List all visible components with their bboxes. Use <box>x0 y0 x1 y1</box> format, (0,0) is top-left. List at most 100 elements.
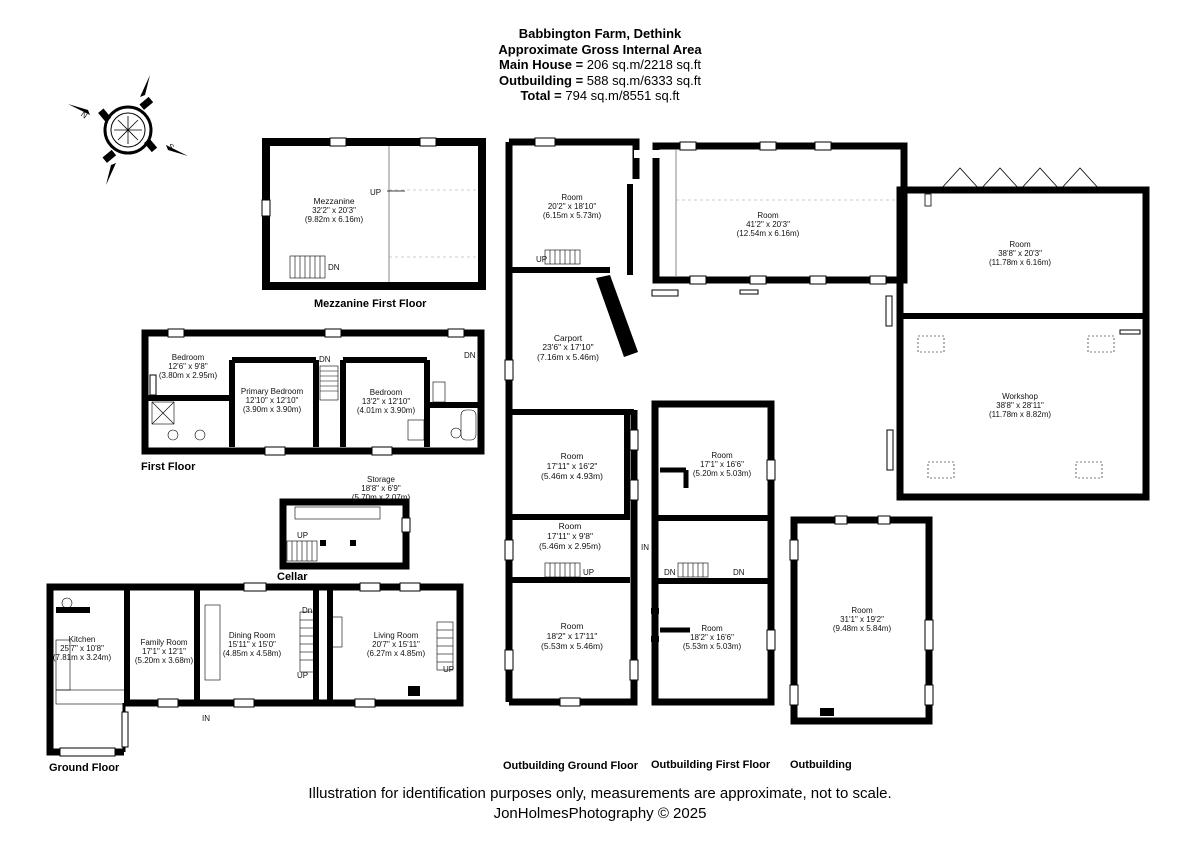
room-living-name: Living Room <box>374 631 419 640</box>
room-ob-f-dim: 18'2" x 17'11" <box>547 631 598 641</box>
room-bedroom1-dim: 12'6" x 9'8" <box>168 362 208 371</box>
ground-up-marker-2: UP <box>443 665 454 674</box>
mezzanine-floor <box>261 137 486 290</box>
first-floor-dn-marker-2: DN <box>464 351 476 360</box>
room-ob-b-metric: (12.54m x 6.16m) <box>737 229 800 238</box>
room-workshop-name: Workshop <box>1002 392 1038 401</box>
outbuilding-ground-floor <box>504 137 640 707</box>
floor-label-outbuilding: Outbuilding <box>790 759 852 771</box>
outbuilding-first-floor <box>651 400 776 706</box>
room-ob-a-dim: 20'2" x 18'10" <box>548 202 596 211</box>
room-storage-dim: 18'8" x 6'9" <box>361 484 401 493</box>
room-ob-c-dim: 38'8" x 20'3" <box>998 249 1042 258</box>
room-carport-name: Carport <box>554 333 583 343</box>
ground-in-marker: IN <box>202 714 210 723</box>
property-name: Babbington Farm, Dethink <box>518 26 682 41</box>
room-mezzanine-name: Mezzanine <box>313 196 354 206</box>
room-of-h-name: Room <box>701 624 723 633</box>
room-ob-c-metric: (11.78m x 6.16m) <box>989 258 1051 267</box>
of-dn-marker-2: DN <box>733 568 745 577</box>
floor-label-ground: Ground Floor <box>49 762 120 774</box>
room-bedroom2-name: Bedroom <box>370 388 403 397</box>
room-primary-name: Primary Bedroom <box>241 387 304 396</box>
room-primary-dim: 12'10" x 12'10" <box>246 396 299 405</box>
ground-dn-marker: Dn <box>302 606 312 615</box>
room-of-h-dim: 18'2" x 16'6" <box>690 633 734 642</box>
room-ob-i-metric: (9.48m x 5.84m) <box>833 624 892 633</box>
cellar-up-marker: UP <box>297 531 308 540</box>
room-family-name: Family Room <box>140 638 187 647</box>
mezzanine-up-marker: UP <box>370 188 381 197</box>
ground-up-marker-1: UP <box>297 671 308 680</box>
plan-header: Babbington Farm, Dethink Approximate Gro… <box>400 26 800 104</box>
room-storage-name: Storage <box>367 475 396 484</box>
room-kitchen-metric: (7.81m x 3.24m) <box>53 653 112 662</box>
compass-rose-icon <box>68 75 188 185</box>
floor-label-outbuilding-first: Outbuilding First Floor <box>651 759 771 771</box>
outbuilding-room <box>789 515 934 725</box>
room-of-g-metric: (5.20m x 5.03m) <box>693 469 752 478</box>
room-carport-dim: 23'6" x 17'10" <box>542 342 593 352</box>
compass-n: N <box>79 110 89 121</box>
mezzanine-stairs <box>289 255 326 279</box>
area-title: Approximate Gross Internal Area <box>498 41 702 57</box>
room-ob-b-dim: 41'2" x 20'3" <box>746 220 790 229</box>
total-label: Total = <box>520 88 566 103</box>
total-area: Total = 794 sq.m/8551 sq.ft <box>400 88 800 104</box>
room-primary-metric: (3.90m x 3.90m) <box>243 405 302 414</box>
floor-label-cellar: Cellar <box>277 571 308 583</box>
disclaimer: Illustration for identification purposes… <box>308 785 892 802</box>
room-mezzanine-dim: 32'2" x 20'3" <box>312 206 356 215</box>
of-dn-marker-1: DN <box>664 568 676 577</box>
room-ob-d-name: Room <box>561 451 584 461</box>
room-ob-e-name: Room <box>559 521 582 531</box>
outbuilding-area: Outbuilding = 588 sq.m/6333 sq.ft <box>400 73 800 89</box>
room-ob-d-metric: (5.46m x 4.93m) <box>541 471 603 481</box>
room-ob-e-metric: (5.46m x 2.95m) <box>539 541 601 551</box>
room-ob-b-name: Room <box>757 211 779 220</box>
ground-floor <box>46 582 464 757</box>
room-ob-i-dim: 31'1" x 19'2" <box>840 615 884 624</box>
room-workshop-dim: 38'8" x 28'11" <box>996 401 1044 410</box>
cellar-floor <box>279 498 411 570</box>
room-bedroom2-dim: 13'2" x 12'10" <box>362 397 410 406</box>
room-ob-f-metric: (5.53m x 5.46m) <box>541 641 603 651</box>
room-living-metric: (6.27m x 4.85m) <box>367 649 426 658</box>
outbuilding-value: 588 sq.m/6333 sq.ft <box>586 72 701 88</box>
mezzanine-dn-marker: DN <box>328 263 340 272</box>
outbuilding-label: Outbuilding = <box>499 72 587 88</box>
credit: JonHolmesPhotography © 2025 <box>493 805 707 822</box>
ob-up-marker-2: UP <box>583 568 594 577</box>
total-value: 794 sq.m/8551 sq.ft <box>565 88 680 103</box>
outbuilding-workshop-block <box>885 167 1150 501</box>
floor-label-mezzanine: Mezzanine First Floor <box>314 298 427 310</box>
compass-s: S <box>166 142 176 152</box>
room-dining-dim: 15'11" x 15'0" <box>228 640 276 649</box>
room-ob-a-metric: (6.15m x 5.73m) <box>543 211 602 220</box>
main-house-area: Main House = 206 sq.m/2218 sq.ft <box>400 57 800 73</box>
room-kitchen-dim: 25'7" x 10'8" <box>60 644 104 653</box>
room-ob-f-name: Room <box>561 621 584 631</box>
room-ob-c-name: Room <box>1009 240 1031 249</box>
room-dining-metric: (4.85m x 4.58m) <box>223 649 282 658</box>
first-floor <box>141 328 485 456</box>
room-bedroom2-metric: (4.01m x 3.90m) <box>357 406 416 415</box>
room-of-g-dim: 17'1" x 16'6" <box>700 460 744 469</box>
main-house-value: 206 sq.m/2218 sq.ft <box>586 57 701 72</box>
room-mezzanine-metric: (9.82m x 6.16m) <box>305 215 364 224</box>
floor-label-outbuilding-ground: Outbuilding Ground Floor <box>503 760 639 772</box>
room-ob-a-name: Room <box>561 193 583 202</box>
first-floor-dn-marker-1: DN <box>319 355 331 364</box>
room-kitchen-name: Kitchen <box>69 635 96 644</box>
ob-up-marker-1: UP <box>536 255 547 264</box>
room-carport-metric: (7.16m x 5.46m) <box>537 352 599 362</box>
room-family-metric: (5.20m x 3.68m) <box>135 656 194 665</box>
room-ob-d-dim: 17'11" x 16'2" <box>547 461 598 471</box>
room-of-g-name: Room <box>711 451 733 460</box>
room-of-h-metric: (5.53m x 5.03m) <box>683 642 742 651</box>
floor-label-first: First Floor <box>141 461 196 473</box>
room-workshop-metric: (11.78m x 8.82m) <box>989 410 1051 419</box>
room-bedroom1-metric: (3.80m x 2.95m) <box>159 371 218 380</box>
room-storage-metric: (5.70m x 2.07m) <box>352 493 411 502</box>
